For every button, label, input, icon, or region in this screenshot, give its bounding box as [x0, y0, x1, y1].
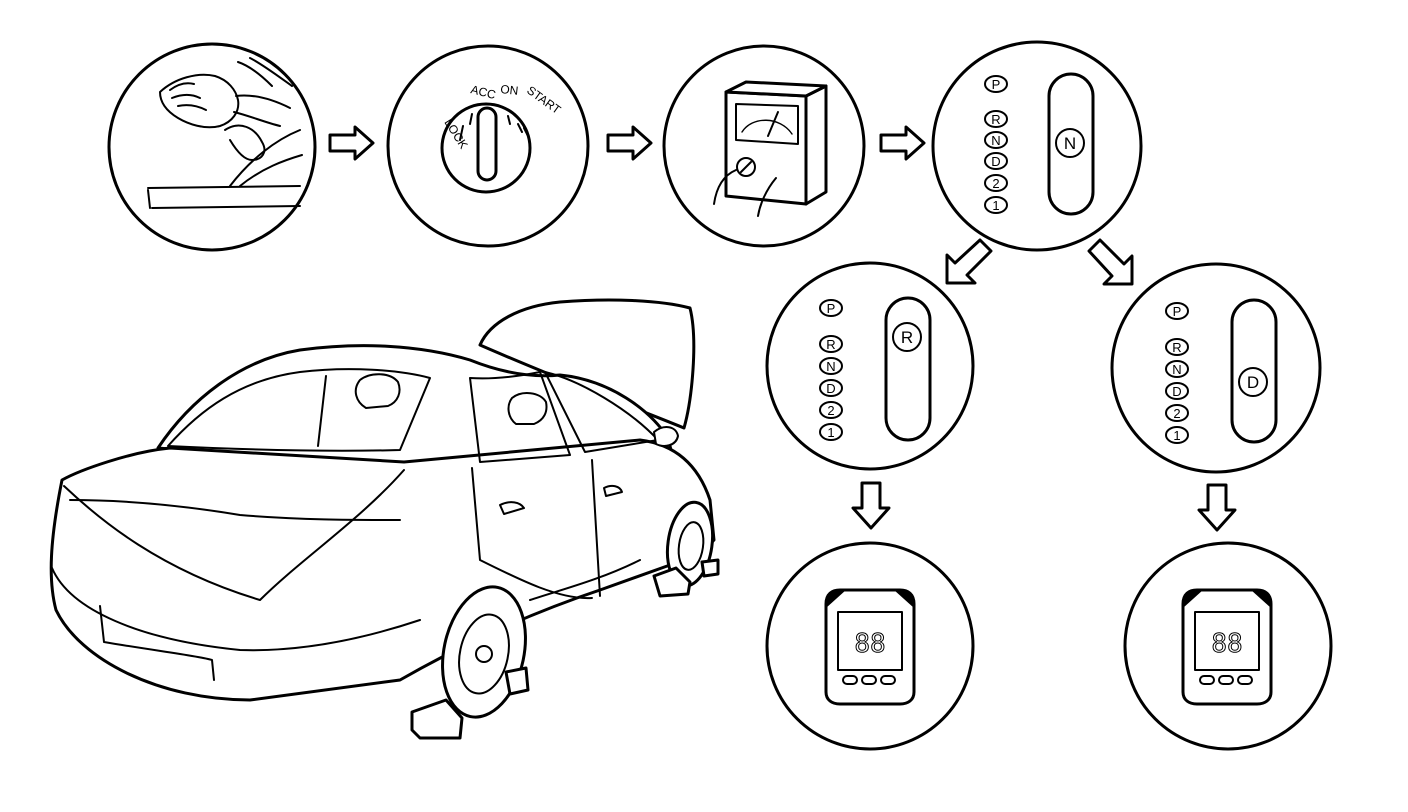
selector-slot: N [1047, 72, 1095, 216]
gear-2: 2 [992, 176, 999, 191]
tester-display-right-digits: 88 [1211, 629, 1242, 659]
gear-n-d: N [1172, 362, 1181, 377]
gear-1-r: 1 [827, 425, 834, 440]
gear-1: 1 [992, 198, 999, 213]
arrow-right-1 [328, 125, 375, 161]
gear-d: D [991, 154, 1000, 169]
gear-d-d: D [1172, 384, 1181, 399]
gear-r: R [991, 112, 1000, 127]
step-1-parking-brake-circle [107, 42, 317, 252]
step-2-ignition-switch-circle: LOCK ACC ON START [386, 44, 590, 248]
arrow-down-left [851, 481, 891, 530]
analog-meter-icon [713, 80, 828, 217]
wheel-chock-rear-2 [504, 666, 530, 696]
ignition-label-on: ON [500, 82, 519, 98]
gear-r-r: R [826, 337, 835, 352]
wheel-chock-front-2 [700, 558, 720, 578]
ignition-switch-dial [440, 102, 532, 194]
wheel-chock-front [652, 566, 692, 598]
gear-n: N [991, 133, 1000, 148]
gear-position-list: P R N D 2 1 [984, 75, 1008, 214]
arrow-right-2 [606, 125, 653, 161]
gear-1-d: 1 [1173, 428, 1180, 443]
gear-n-r: N [826, 359, 835, 374]
arrow-down-right [1197, 483, 1237, 532]
car-with-wheel-chocks-illustration [49, 298, 720, 740]
car-body [49, 438, 716, 702]
gear-p-d: P [1173, 304, 1182, 319]
handheld-tester-left: 88 [824, 588, 916, 706]
ignition-label-acc: ACC [469, 82, 497, 102]
arrow-diagonal-left [945, 238, 993, 285]
step-3-meter-circle [662, 44, 866, 248]
gear-2-r: 2 [827, 403, 834, 418]
branch-d-shift-indicator-circle: P R N D 2 1 D [1110, 262, 1322, 474]
gear-p-r: P [827, 301, 836, 316]
handheld-tester-right: 88 [1181, 588, 1273, 706]
arrow-right-3 [879, 125, 926, 161]
gear-p: P [992, 77, 1001, 92]
hand-pulling-brake-illustration [147, 57, 303, 209]
tester-circle-left: 88 [765, 541, 975, 751]
arrow-diagonal-right [1087, 238, 1134, 286]
gear-2-d: 2 [1173, 406, 1180, 421]
tester-display-left-digits: 88 [854, 629, 885, 659]
branch-r-shift-indicator-circle: P R N D 2 1 R [765, 261, 975, 471]
selected-gear-r: R [901, 328, 913, 347]
gear-r-d: R [1172, 340, 1181, 355]
step-4-shift-indicator-circle: P R N D 2 1 N [931, 40, 1143, 252]
selected-gear-n: N [1064, 134, 1076, 153]
tester-circle-right: 88 [1123, 541, 1333, 751]
selected-gear-d: D [1247, 373, 1259, 392]
gear-d-r: D [826, 381, 835, 396]
wheel-chock-rear [410, 698, 464, 740]
